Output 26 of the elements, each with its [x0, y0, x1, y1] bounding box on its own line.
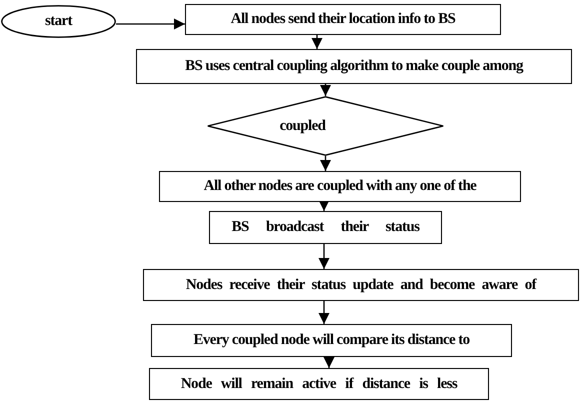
arrow: [318, 244, 330, 269]
step-label: BS uses central coupling algorithm to make couple among: [185, 58, 523, 75]
decision-label: coupled: [280, 118, 326, 134]
process-box: [159, 171, 521, 202]
step-label: Node will remain active if distance is less: [180, 376, 458, 392]
decision-diamond: [207, 96, 444, 156]
arrow: [318, 200, 330, 211]
step-label: BS broadcast their status: [232, 219, 420, 236]
process-box: [136, 49, 572, 84]
process-box: [143, 269, 579, 301]
step-label: Nodes receive their status update and become aware of: [186, 276, 536, 294]
arrow: [320, 156, 331, 171]
terminal-label: start: [45, 13, 72, 30]
arrow: [312, 35, 322, 49]
arrow: [116, 18, 185, 30]
arrow: [324, 357, 334, 368]
arrow: [318, 301, 330, 324]
process-box: [209, 211, 442, 244]
process-box: [149, 368, 489, 400]
terminal-ellipse: [1, 5, 116, 38]
arrow: [320, 84, 331, 96]
step-label: All other nodes are coupled with any one of the: [204, 178, 476, 195]
process-box: [185, 4, 501, 35]
step-label: All nodes send their location info to BS: [230, 11, 456, 28]
step-label: Every coupled node will compare its distance to: [193, 332, 470, 349]
process-box: [151, 324, 512, 357]
